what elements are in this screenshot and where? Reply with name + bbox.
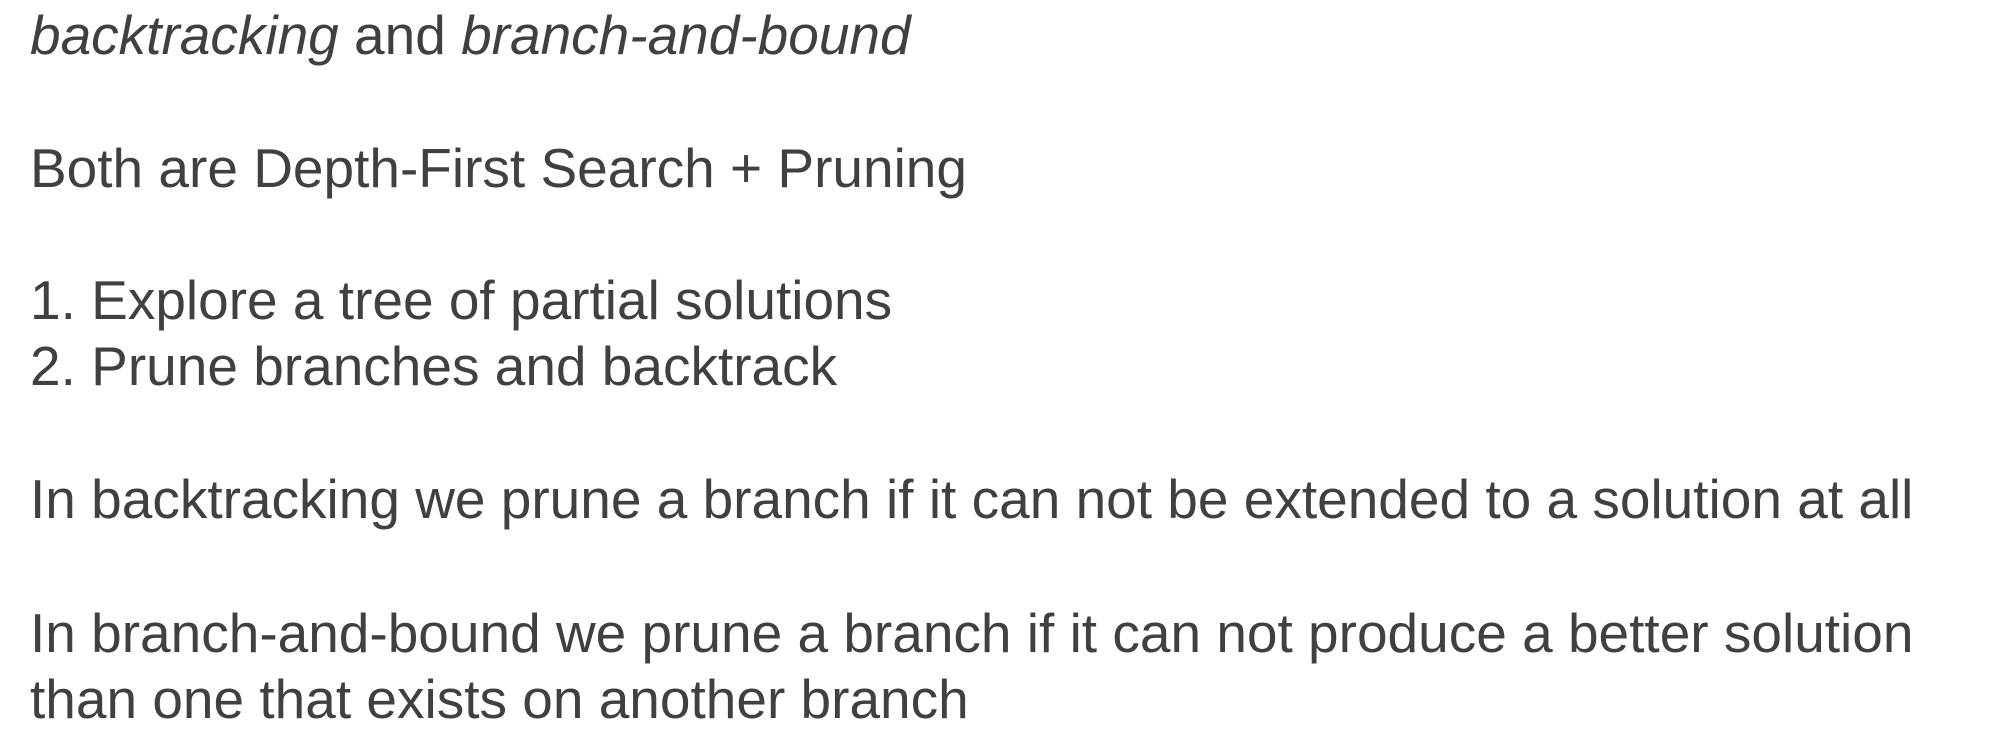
intro-term-backtracking: backtracking [30,4,339,66]
bnb-note-line-1: In branch-and-bound we prune a branch if… [30,602,1914,664]
backtracking-note: In backtracking we prune a branch if it … [30,468,1914,530]
bnb-note-line-2: than one that exists on another branch [30,668,969,730]
step-item-1: 1. Explore a tree of partial solutions [30,269,893,331]
intro-term-branch-and-bound: branch-and-bound [461,4,911,66]
heading-line: Both are Depth-First Search + Pruning [30,137,967,199]
intro-joiner: and [354,4,446,66]
intro-line: backtracking and branch-and-bound [30,2,911,68]
step-item-2: 2. Prune branches and backtrack [30,335,838,397]
